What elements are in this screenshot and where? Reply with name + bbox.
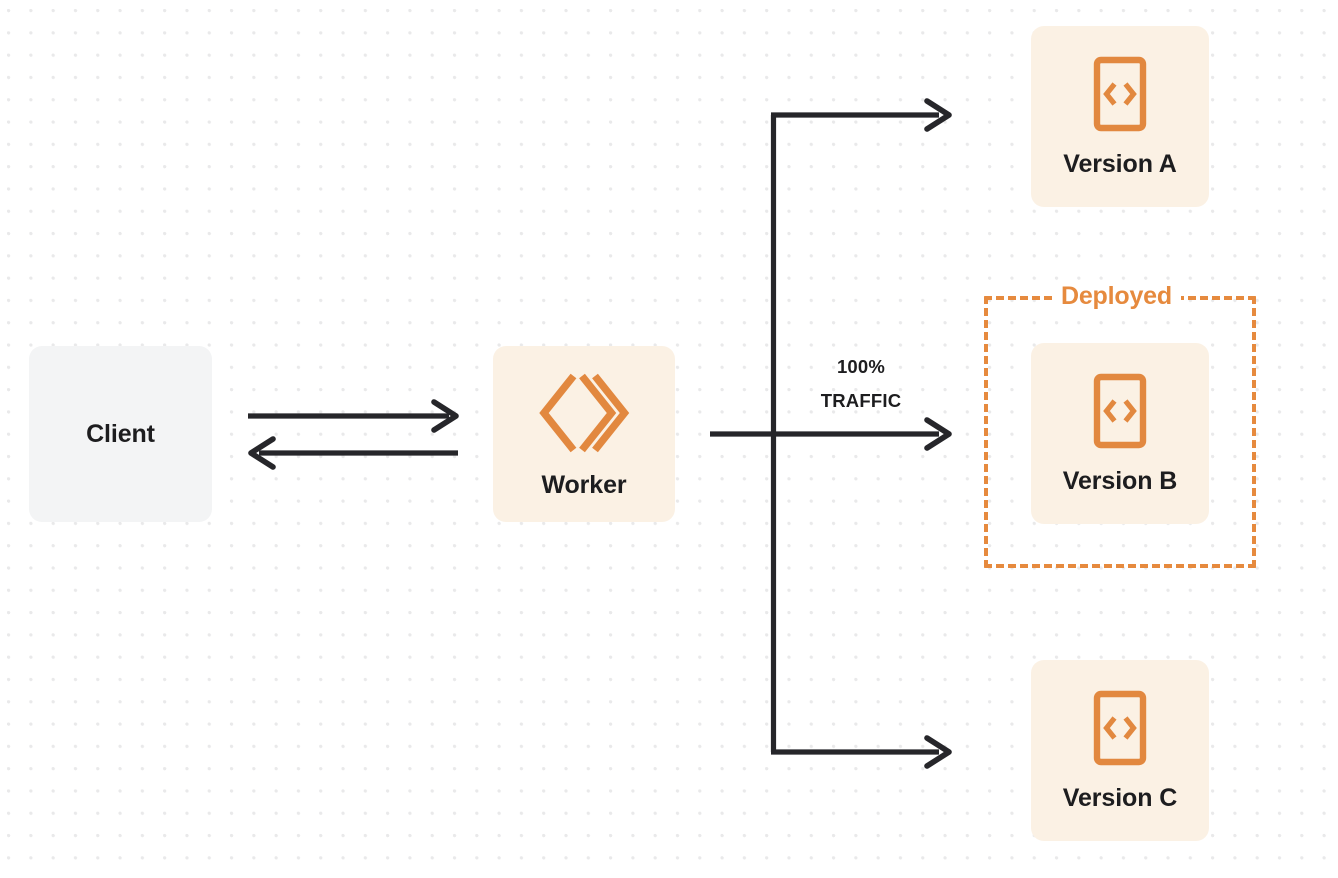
cloudflare-workers-logo-icon [539,373,630,452]
version-b-arrowhead [924,417,952,451]
edge-worker-to-client [248,436,458,470]
deployed-group-label: Deployed [1052,283,1181,309]
edge-worker-to-version-c [771,735,952,769]
code-file-icon [1093,373,1147,449]
traffic-percent-value: 100% [836,356,886,377]
version-c-arrowhead [924,735,952,769]
node-worker[interactable]: Worker [493,346,675,522]
code-file-icon [1093,56,1147,132]
edge-client-to-worker [248,399,459,433]
node-version-a[interactable]: Version A [1031,26,1209,207]
version-a-label: Version A [1063,150,1177,178]
traffic-caption: TRAFFIC [820,390,902,411]
version-c-label: Version C [1062,784,1178,812]
node-version-b[interactable]: Version B [1031,343,1209,524]
client-label: Client [86,419,155,448]
client-to-worker-arrowhead [431,399,459,433]
worker-label: Worker [541,470,627,499]
traffic-percentage-label: 100% TRAFFIC [793,350,929,418]
code-file-icon [1093,690,1147,766]
node-client[interactable]: Client [29,346,212,522]
worker-to-client-arrowhead [248,436,276,470]
edge-worker-to-version-a [771,98,952,132]
edge-worker-to-version-b [710,417,952,451]
node-version-c[interactable]: Version C [1031,660,1209,841]
version-a-arrowhead [924,98,952,132]
version-b-label: Version B [1062,467,1178,495]
